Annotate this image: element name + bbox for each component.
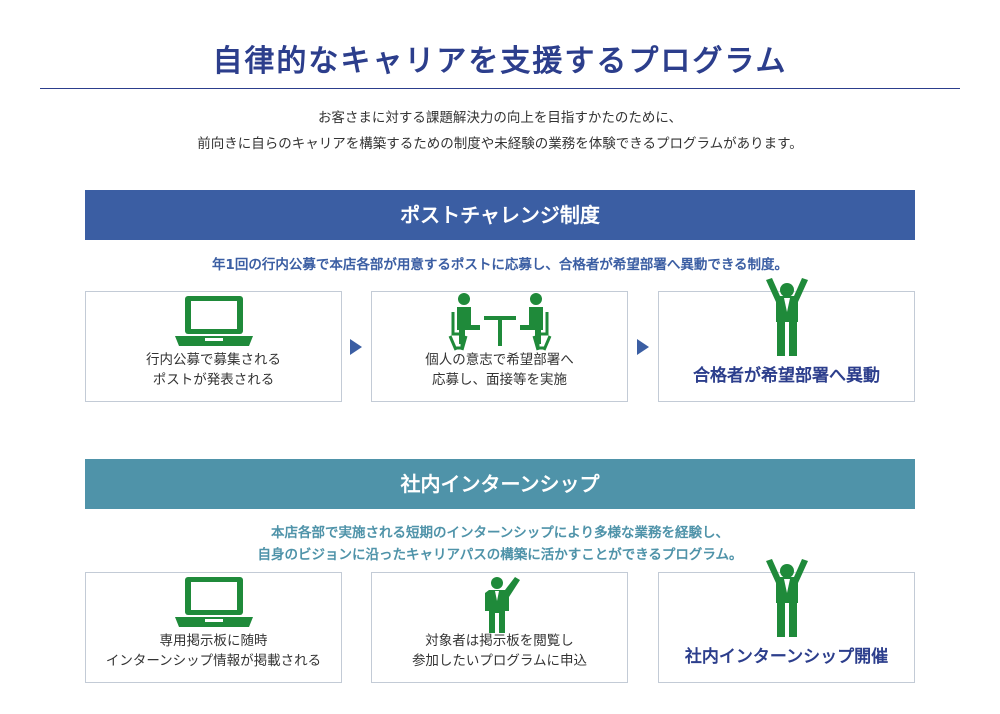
step-arrow bbox=[350, 339, 362, 355]
internship-heading: 社内インターンシップ bbox=[85, 459, 915, 509]
post-challenge-description: 年1回の行内公募で本店各部が用意するポストに応募し、合格者が希望部署へ異動できる… bbox=[211, 257, 789, 273]
post-step-3-card: 合格者が希望部署へ異動 bbox=[658, 278, 915, 402]
post-challenge-result: 合格者が希望部署へ異動 bbox=[693, 366, 880, 386]
step-caption-line: 対象者は掲示板を閲覧し bbox=[425, 633, 574, 649]
celebrating-person-icon bbox=[659, 278, 914, 356]
laptop-icon bbox=[86, 292, 341, 356]
internship-step-3-card: 社内インターンシップ開催 bbox=[658, 559, 915, 683]
step-caption-line: 参加したいプログラムに申込 bbox=[411, 653, 588, 669]
post-challenge-heading: ポストチャレンジ制度 bbox=[85, 190, 915, 240]
raising-hand-person-icon bbox=[372, 573, 627, 637]
celebrating-person-icon bbox=[659, 559, 914, 637]
post-step-1-card: 行内公募で募集される ポストが発表される bbox=[85, 291, 342, 402]
step-arrow bbox=[637, 339, 649, 355]
step-caption-line: 行内公募で募集される bbox=[146, 352, 281, 368]
page-title: 自律的なキャリアを支援するプログラム bbox=[212, 44, 788, 79]
step-caption-line: インターンシップ情報が掲載される bbox=[105, 653, 322, 669]
internship-step-2-card: 対象者は掲示板を閲覧し 参加したいプログラムに申込 bbox=[371, 572, 628, 683]
internship-description-line-1: 本店各部で実施される短期のインターンシップにより多様な業務を経験し、 bbox=[270, 525, 730, 541]
intro-line-2: 前向きに自らのキャリアを構築するための制度や未経験の業務を体験できるプログラムが… bbox=[197, 136, 803, 152]
step-caption-line: ポストが発表される bbox=[152, 372, 275, 388]
internship-result: 社内インターンシップ開催 bbox=[684, 647, 889, 667]
step-caption-line: 応募し、面接等を実施 bbox=[432, 372, 567, 388]
internship-description-line-2: 自身のビジョンに沿ったキャリアパスの構築に活かすことができるプログラム。 bbox=[257, 547, 743, 563]
internship-step-1-card: 専用掲示板に随時 インターンシップ情報が掲載される bbox=[85, 572, 342, 683]
post-step-2-card: 個人の意志で希望部署へ 応募し、面接等を実施 bbox=[371, 291, 628, 402]
laptop-icon bbox=[86, 573, 341, 637]
intro-line-1: お客さまに対する課題解決力の向上を目指すかたのために、 bbox=[317, 110, 683, 126]
title-divider bbox=[40, 88, 960, 89]
step-caption-line: 専用掲示板に随時 bbox=[159, 633, 268, 649]
step-caption-line: 個人の意志で希望部署へ bbox=[425, 352, 574, 368]
interview-icon bbox=[372, 292, 627, 356]
